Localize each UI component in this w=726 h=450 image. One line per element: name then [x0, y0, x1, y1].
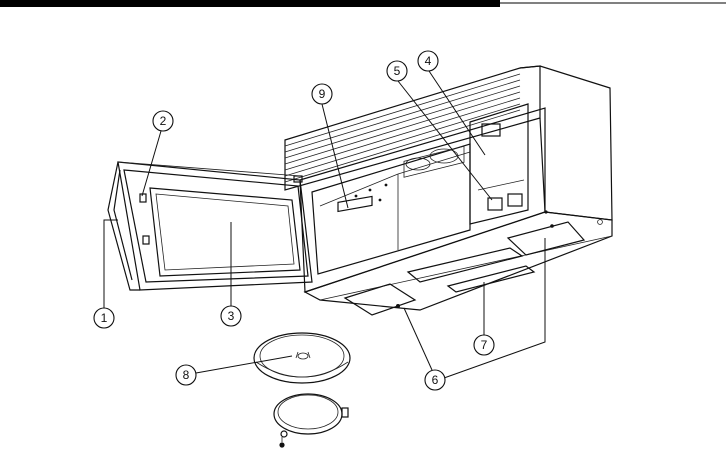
svg-text:1: 1 — [101, 311, 108, 325]
door-assembly — [108, 162, 312, 290]
roller-ring — [274, 394, 348, 448]
svg-text:5: 5 — [394, 64, 401, 78]
svg-text:7: 7 — [481, 338, 488, 352]
svg-text:8: 8 — [183, 368, 190, 382]
microwave-body — [285, 66, 612, 315]
callout-2: 2 — [153, 111, 173, 131]
grease-filter-right — [508, 222, 584, 255]
callout-9: 9 — [312, 84, 332, 104]
svg-text:6: 6 — [432, 373, 439, 387]
grease-filter-left — [345, 284, 415, 315]
svg-text:4: 4 — [425, 54, 432, 68]
svg-text:9: 9 — [319, 87, 326, 101]
header-bar — [0, 0, 500, 7]
callout-3: 3 — [221, 306, 241, 326]
svg-text:3: 3 — [228, 309, 235, 323]
callout-8: 8 — [176, 365, 196, 385]
callout-7: 7 — [474, 335, 494, 355]
light-cover-lower — [448, 266, 534, 292]
callout-4: 4 — [418, 51, 438, 71]
callout-5: 5 — [387, 61, 407, 81]
waveguide-cover — [338, 196, 372, 211]
turntable-tray — [254, 333, 350, 383]
door-window — [150, 188, 300, 276]
svg-text:2: 2 — [160, 114, 167, 128]
callout-6: 6 — [425, 370, 445, 390]
callout-1: 1 — [94, 308, 114, 328]
